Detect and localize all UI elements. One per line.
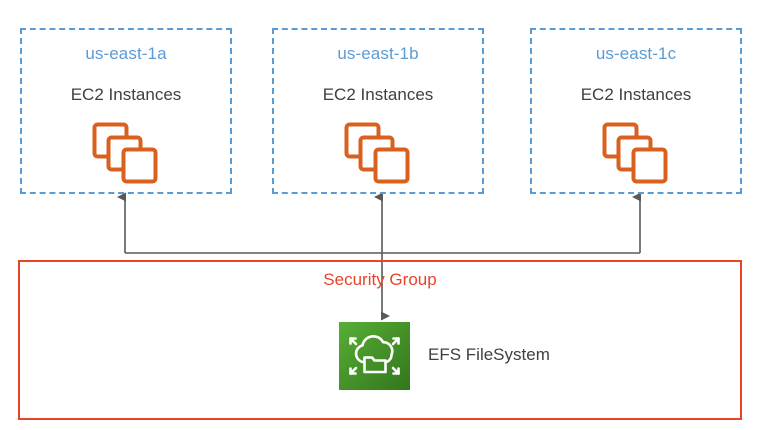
availability-zone-us-east-1c[interactable]: us-east-1c EC2 Instances bbox=[530, 28, 742, 194]
az-resource-label: EC2 Instances bbox=[322, 85, 434, 104]
availability-zone-us-east-1a[interactable]: us-east-1a EC2 Instances bbox=[20, 28, 232, 194]
security-group-boundary[interactable] bbox=[18, 260, 742, 420]
az-resource-label: EC2 Instances bbox=[580, 85, 692, 104]
az-resource-label: EC2 Instances bbox=[70, 85, 182, 104]
az-name-label: us-east-1c bbox=[595, 44, 677, 63]
efs-filesystem-icon bbox=[339, 322, 410, 390]
ec2-instances-icon bbox=[92, 122, 158, 184]
az-name-label: us-east-1b bbox=[337, 44, 419, 63]
security-group-label: Security Group bbox=[323, 270, 437, 289]
efs-filesystem-label: EFS FileSystem bbox=[428, 345, 550, 364]
availability-zone-us-east-1b[interactable]: us-east-1b EC2 Instances bbox=[272, 28, 484, 194]
ec2-instances-icon bbox=[602, 122, 668, 184]
az-name-label: us-east-1a bbox=[85, 44, 167, 63]
ec2-instances-icon bbox=[344, 122, 410, 184]
